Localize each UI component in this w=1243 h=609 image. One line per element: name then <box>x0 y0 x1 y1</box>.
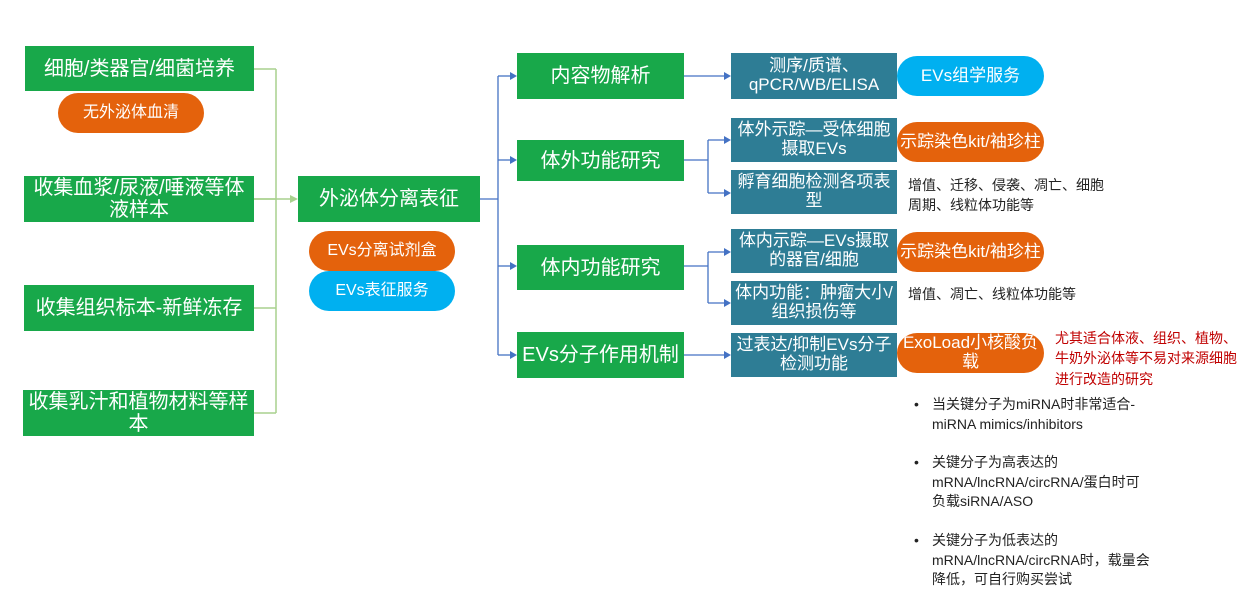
source-label: 细胞/类器官/细菌培养 <box>43 57 236 80</box>
exoload-bullet-list: 当关键分子为miRNA时非常适合-miRNA mimics/inhibitors… <box>912 395 1152 609</box>
branch-arrowheads <box>510 72 517 359</box>
branch-label: 体外功能研究 <box>540 149 661 172</box>
trace-kit-tag-invitro: 示踪染色kit/袖珍柱 <box>897 122 1044 162</box>
serum-tag: 无外泌体血清 <box>58 93 204 133</box>
method-connectors <box>684 75 725 356</box>
method-invitro-tracing: 体外示踪—受体细胞摄取EVs <box>731 118 897 162</box>
omics-service-tag: EVs组学服务 <box>897 56 1044 96</box>
trace-kit-label: 示踪染色kit/袖珍柱 <box>900 241 1041 261</box>
method-invivo-function: 体内功能：肿瘤大小/组织损伤等 <box>731 281 897 325</box>
branch-label: 体内功能研究 <box>540 256 661 279</box>
method-arrowheads <box>724 72 731 359</box>
trace-kit-tag-invivo: 示踪染色kit/袖珍柱 <box>897 232 1044 272</box>
source-tissue: 收集组织标本-新鲜冻存 <box>24 285 254 331</box>
method-label: 测序/质谱、qPCR/WB/ELISA <box>748 56 880 94</box>
method-phenotype: 孵育细胞检测各项表型 <box>731 170 897 214</box>
branch-invitro: 体外功能研究 <box>517 140 684 181</box>
isolation-kit-label: EVs分离试剂盒 <box>327 242 437 260</box>
method-sequencing: 测序/质谱、qPCR/WB/ELISA <box>731 53 897 99</box>
arrow-head <box>290 195 298 203</box>
method-label: 过表达/抑制EVs分子检测功能 <box>736 335 892 373</box>
branch-label: EVs分子作用机制 <box>522 344 679 366</box>
source-cell-culture: 细胞/类器官/细菌培养 <box>25 46 254 91</box>
source-bracket <box>254 68 291 414</box>
source-label: 收集血浆/尿液/唾液等体液样本 <box>33 177 245 221</box>
bullet-item: 关键分子为低表达的mRNA/lncRNA/circRNA时，载量会降低，可自行购… <box>912 531 1152 590</box>
source-milk-plant: 收集乳汁和植物材料等样本 <box>23 390 254 436</box>
source-label: 收集组织标本-新鲜冻存 <box>35 297 243 319</box>
omics-service-label: EVs组学服务 <box>920 65 1021 85</box>
method-invivo-tracing: 体内示踪—EVs摄取的器官/细胞 <box>731 229 897 273</box>
isolation-kit-tag: EVs分离试剂盒 <box>309 231 455 271</box>
branch-mechanism: EVs分子作用机制 <box>517 332 684 378</box>
exoload-label: ExoLoad小核酸负载 <box>902 333 1039 371</box>
branch-label: 内容物解析 <box>550 65 651 87</box>
branch-invivo: 体内功能研究 <box>517 245 684 290</box>
branch-content-analysis: 内容物解析 <box>517 53 684 99</box>
method-label: 体内示踪—EVs摄取的器官/细胞 <box>738 231 890 269</box>
method-overexpression: 过表达/抑制EVs分子检测功能 <box>731 333 897 377</box>
method-label: 体内功能：肿瘤大小/组织损伤等 <box>735 283 893 321</box>
trace-kit-label: 示踪染色kit/袖珍柱 <box>900 131 1041 151</box>
exoload-red-note: 尤其适合体液、组织、植物、牛奶外泌体等不易对来源细胞进行改造的研究 <box>1055 330 1237 387</box>
characterization-tag: EVs表征服务 <box>309 271 455 311</box>
invitro-phenotype-note: 增值、迁移、侵袭、凋亡、细胞周期、线粒体功能等 <box>908 177 1104 214</box>
center-label: 外泌体分离表征 <box>319 188 459 210</box>
center-isolation: 外泌体分离表征 <box>298 176 480 222</box>
method-label: 体外示踪—受体细胞摄取EVs <box>737 120 891 158</box>
branch-connectors <box>480 75 511 356</box>
method-label: 孵育细胞检测各项表型 <box>737 172 891 210</box>
source-label: 收集乳汁和植物材料等样本 <box>28 391 249 435</box>
bullet-item: 当关键分子为miRNA时非常适合-miRNA mimics/inhibitors <box>912 395 1152 434</box>
characterization-label: EVs表征服务 <box>335 282 429 300</box>
exoload-tag: ExoLoad小核酸负载 <box>897 333 1044 373</box>
source-body-fluid: 收集血浆/尿液/唾液等体液样本 <box>24 176 254 222</box>
bullet-item: 关键分子为高表达的mRNA/lncRNA/circRNA/蛋白时可负载siRNA… <box>912 453 1152 512</box>
invivo-function-note: 增值、凋亡、线粒体功能等 <box>908 286 1076 302</box>
serum-tag-label: 无外泌体血清 <box>82 104 179 122</box>
